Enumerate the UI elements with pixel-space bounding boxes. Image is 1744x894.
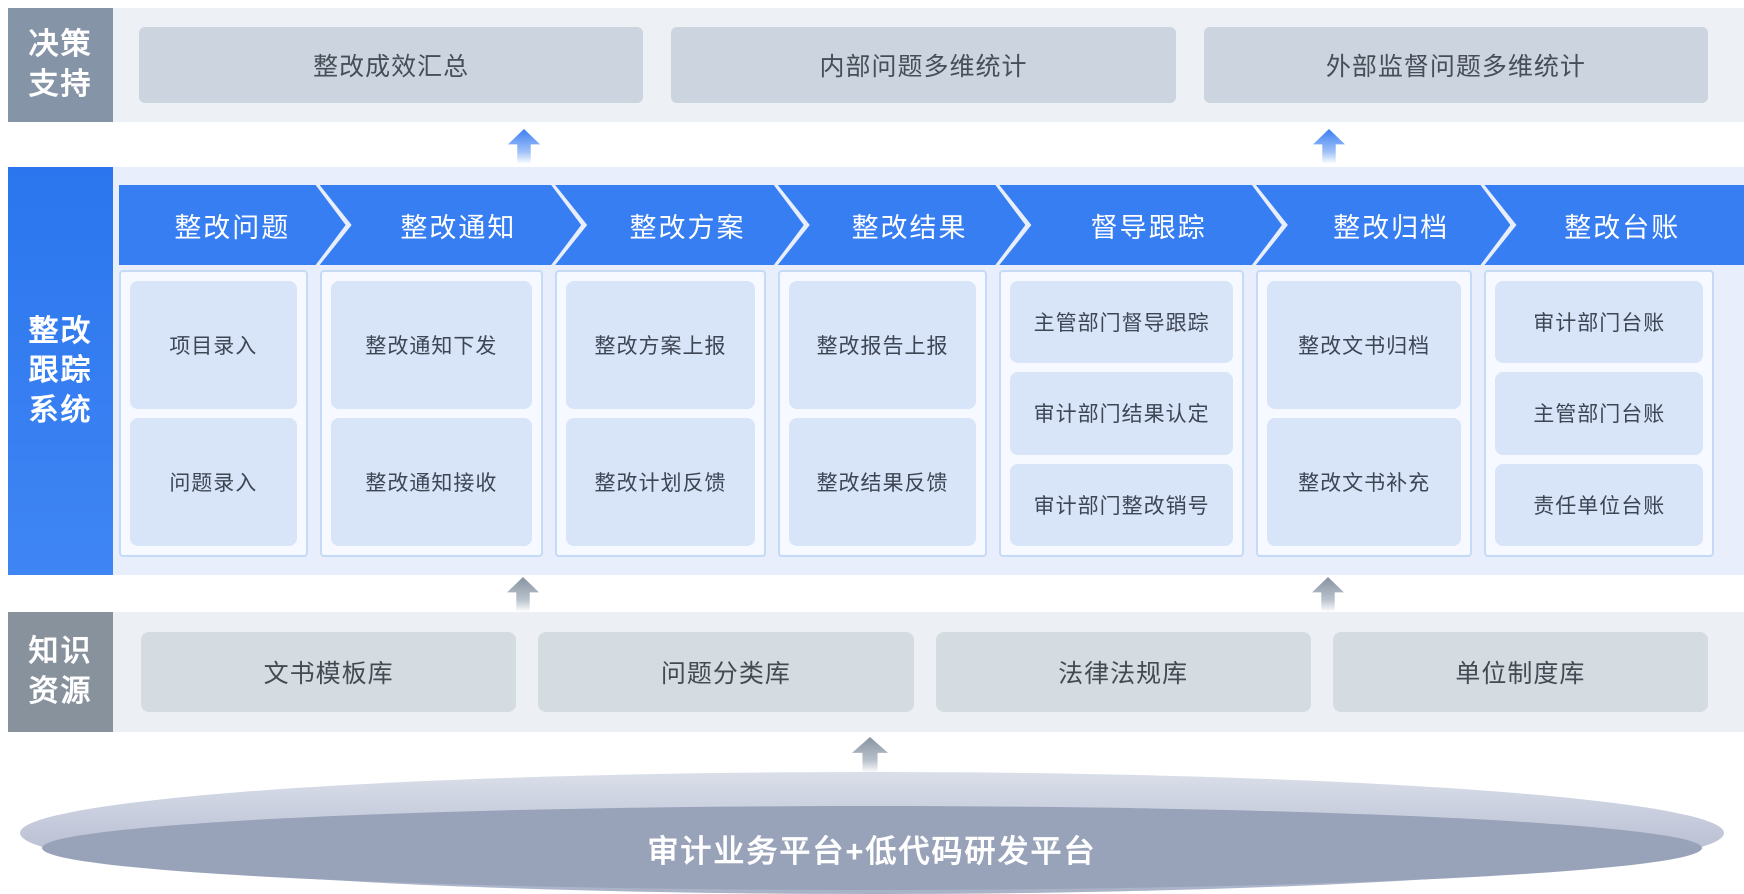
- module-notice-issue: 整改通知下发: [330, 281, 533, 409]
- decision-box-rectification-summary: 整改成效汇总: [139, 27, 644, 103]
- tracking-system-label: 整改 跟踪 系统: [8, 167, 113, 575]
- stage-column-problem: 整改问题 项目录入 问题录入: [119, 185, 308, 557]
- knowledge-label-line: 知识: [28, 635, 93, 669]
- stage-header-problem: 整改问题: [119, 185, 346, 265]
- platform-title: 审计业务平台+低代码研发平台: [647, 833, 1097, 869]
- decision-box-internal-stats: 内部问题多维统计: [671, 27, 1176, 103]
- knowledge-box-laws-regulations: 法律法规库: [935, 632, 1311, 712]
- stage-header-archive: 整改归档: [1256, 185, 1511, 265]
- stage-header-ledger: 整改台账: [1484, 185, 1744, 265]
- module-result-feedback: 整改结果反馈: [788, 418, 977, 546]
- module-project-entry: 项目录入: [130, 281, 297, 409]
- stage-column-plan: 整改方案 整改方案上报 整改计划反馈: [555, 185, 766, 557]
- up-arrow-blue-icon: [1313, 129, 1345, 164]
- module-audit-confirm: 审计部门结果认定: [1010, 372, 1233, 455]
- stage-header-plan: 整改方案: [555, 185, 804, 265]
- module-audit-closeout: 审计部门整改销号: [1010, 463, 1233, 546]
- knowledge-box-document-templates: 文书模板库: [141, 632, 517, 712]
- module-plan-submit: 整改方案上报: [566, 281, 755, 409]
- stage-column-supervision: 督导跟踪 主管部门督导跟踪 审计部门结果认定 审计部门整改销号: [999, 185, 1244, 557]
- module-document-archive: 整改文书归档: [1266, 281, 1462, 409]
- module-dept-ledger: 主管部门台账: [1495, 372, 1703, 455]
- module-plan-feedback: 整改计划反馈: [566, 418, 755, 546]
- decision-label-line: 支持: [28, 68, 93, 101]
- stage-header-notice: 整改通知: [320, 185, 582, 265]
- stage-panel: 整改文书归档 整改文书补充: [1255, 270, 1473, 557]
- stage-header-supervision: 督导跟踪: [999, 185, 1282, 265]
- platform-base: 审计业务平台+低代码研发平台: [20, 772, 1724, 894]
- stage-column-notice: 整改通知 整改通知下发 整改通知接收: [319, 185, 544, 557]
- module-audit-ledger: 审计部门台账: [1495, 281, 1703, 364]
- stage-panel: 整改报告上报 整改结果反馈: [777, 270, 988, 557]
- stage-panel: 整改通知下发 整改通知接收: [319, 270, 544, 557]
- tracking-system-band: 整改 跟踪 系统 整改问题 项目录入 问题录入 整改通知 整改通知下发 整改通知…: [8, 167, 1744, 575]
- module-document-supplement: 整改文书补充: [1266, 418, 1462, 546]
- stage-column-result: 整改结果 整改报告上报 整改结果反馈: [777, 185, 988, 557]
- stage-panel: 项目录入 问题录入: [119, 270, 308, 557]
- decision-support-label: 决策 支持: [8, 8, 113, 122]
- module-problem-entry: 问题录入: [130, 418, 297, 546]
- decision-box-row: 整改成效汇总 内部问题多维统计 外部监督问题多维统计: [113, 8, 1744, 122]
- module-notice-receive: 整改通知接收: [330, 418, 533, 546]
- decision-support-band: 决策 支持 整改成效汇总 内部问题多维统计 外部监督问题多维统计: [8, 8, 1744, 122]
- up-arrow-gray-icon: [852, 737, 888, 773]
- stage-column-archive: 整改归档 整改文书归档 整改文书补充: [1255, 185, 1473, 557]
- stage-column-ledger: 整改台账 审计部门台账 主管部门台账 责任单位台账: [1484, 185, 1744, 557]
- knowledge-resources-label: 知识 资源: [8, 612, 113, 732]
- module-dept-supervision: 主管部门督导跟踪: [1010, 281, 1233, 364]
- decision-label-line: 决策: [28, 28, 93, 62]
- stage-header-result: 整改结果: [778, 185, 1026, 265]
- up-arrow-gray-icon: [1312, 577, 1344, 612]
- stage-panel: 审计部门台账 主管部门台账 责任单位台账: [1484, 270, 1714, 557]
- platform-disc-face: 审计业务平台+低代码研发平台: [42, 806, 1702, 890]
- knowledge-label-line: 资源: [28, 675, 93, 708]
- module-report-submit: 整改报告上报: [788, 281, 977, 409]
- up-arrow-blue-icon: [508, 129, 540, 164]
- knowledge-resources-band: 知识 资源 文书模板库 问题分类库 法律法规库 单位制度库: [8, 612, 1744, 732]
- module-unit-ledger: 责任单位台账: [1495, 463, 1703, 546]
- knowledge-box-problem-classification: 问题分类库: [538, 632, 914, 712]
- stage-panel: 整改方案上报 整改计划反馈: [555, 270, 766, 557]
- tracking-label-line: 系统: [28, 393, 93, 427]
- up-arrow-gray-icon: [507, 577, 539, 612]
- stage-panel: 主管部门督导跟踪 审计部门结果认定 审计部门整改销号: [999, 270, 1244, 557]
- decision-box-external-stats: 外部监督问题多维统计: [1203, 27, 1708, 103]
- tracking-columns: 整改问题 项目录入 问题录入 整改通知 整改通知下发 整改通知接收 整改方案 整…: [113, 167, 1744, 575]
- knowledge-box-row: 文书模板库 问题分类库 法律法规库 单位制度库: [113, 612, 1744, 732]
- tracking-label-line: 跟踪: [28, 354, 93, 388]
- tracking-label-line: 整改: [28, 314, 93, 348]
- knowledge-box-unit-rules: 单位制度库: [1332, 632, 1708, 712]
